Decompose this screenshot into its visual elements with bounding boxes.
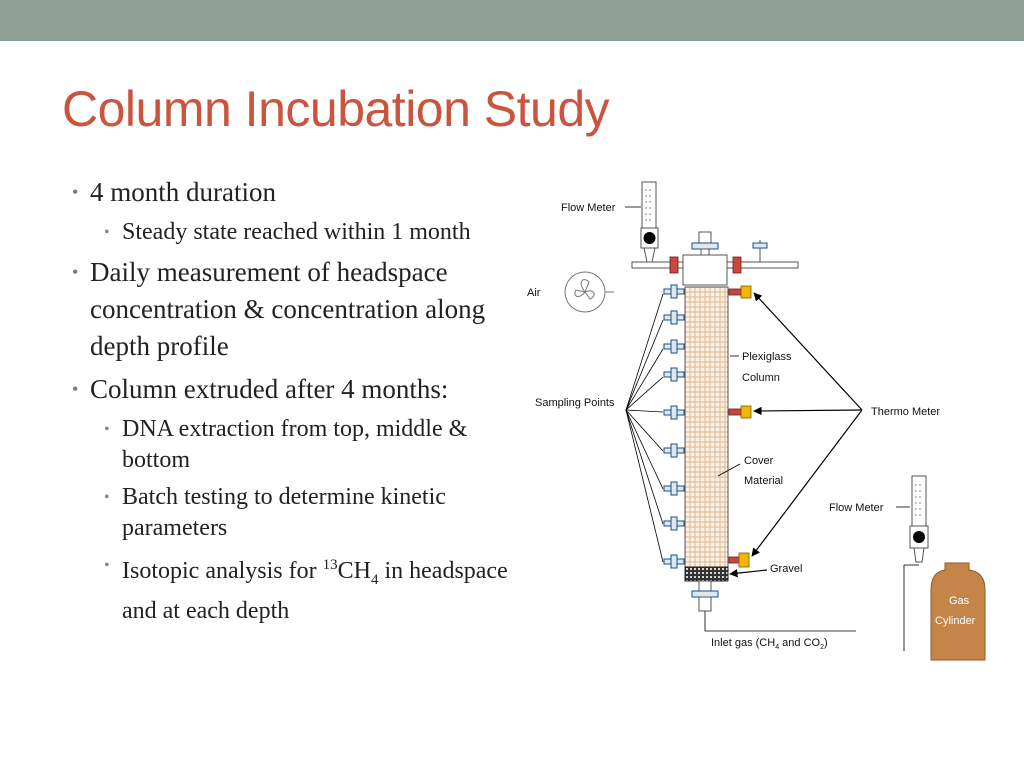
bullet-list: 4 month duration Steady state reached wi… [72, 174, 512, 633]
cover-material-fill [684, 286, 729, 568]
label-gas-2: Cylinder [935, 615, 976, 627]
air-fan-icon [564, 271, 614, 313]
label-plexiglass-2: Column [742, 372, 780, 384]
sub-bullet-dna-extraction: DNA extraction from top, middle & bottom [104, 414, 512, 476]
sub-bullet-batch-testing: Batch testing to determine kinetic param… [104, 482, 512, 544]
label-air: Air [527, 287, 541, 299]
gas-cylinder-icon [930, 562, 986, 661]
sub-bullet-isotopic-analysis: Isotopic analysis for 13CH4 in headspace… [104, 550, 512, 627]
label-flow-meter-bottom: Flow Meter [829, 502, 884, 514]
label-thermo-meter: Thermo Meter [871, 406, 940, 418]
thermo-port-top-left [669, 256, 679, 274]
flow-meter-bottom-icon [909, 475, 929, 563]
label-plexiglass-1: Plexiglass [742, 351, 792, 363]
isotopic-text-post: in headspace and at each depth [122, 558, 508, 624]
bullet-column-extruded: Column extruded after 4 months: [72, 371, 512, 408]
slide-title: Column Incubation Study [62, 81, 610, 137]
label-gravel: Gravel [770, 563, 802, 575]
label-sampling-points: Sampling Points [535, 397, 615, 409]
thermo-port-top-right [732, 256, 742, 274]
bullet-duration: 4 month duration [72, 174, 512, 211]
bullet-daily-measurement: Daily measurement of headspace concentra… [72, 254, 512, 365]
isotope-subscript: 4 [370, 571, 379, 588]
gravel-layer [684, 566, 729, 582]
top-accent-bar [0, 0, 1024, 41]
label-inlet-gas: Inlet gas (CH4 and CO2) [711, 637, 828, 651]
column-diagram: Flow Meter Air [527, 181, 986, 661]
isotopic-text-ch: CH [337, 558, 371, 584]
label-gas-1: Gas [949, 595, 970, 607]
label-cover-1: Cover [744, 455, 774, 467]
sub-bullet-steady-state: Steady state reached within 1 month [104, 217, 512, 248]
isotopic-text-pre: Isotopic analysis for [122, 558, 323, 584]
sampling-ports [663, 284, 685, 569]
label-flow-meter-top: Flow Meter [561, 202, 616, 214]
isotope-superscript: 13 [322, 557, 338, 573]
flow-meter-top-icon [640, 181, 659, 263]
label-cover-2: Material [744, 475, 783, 487]
